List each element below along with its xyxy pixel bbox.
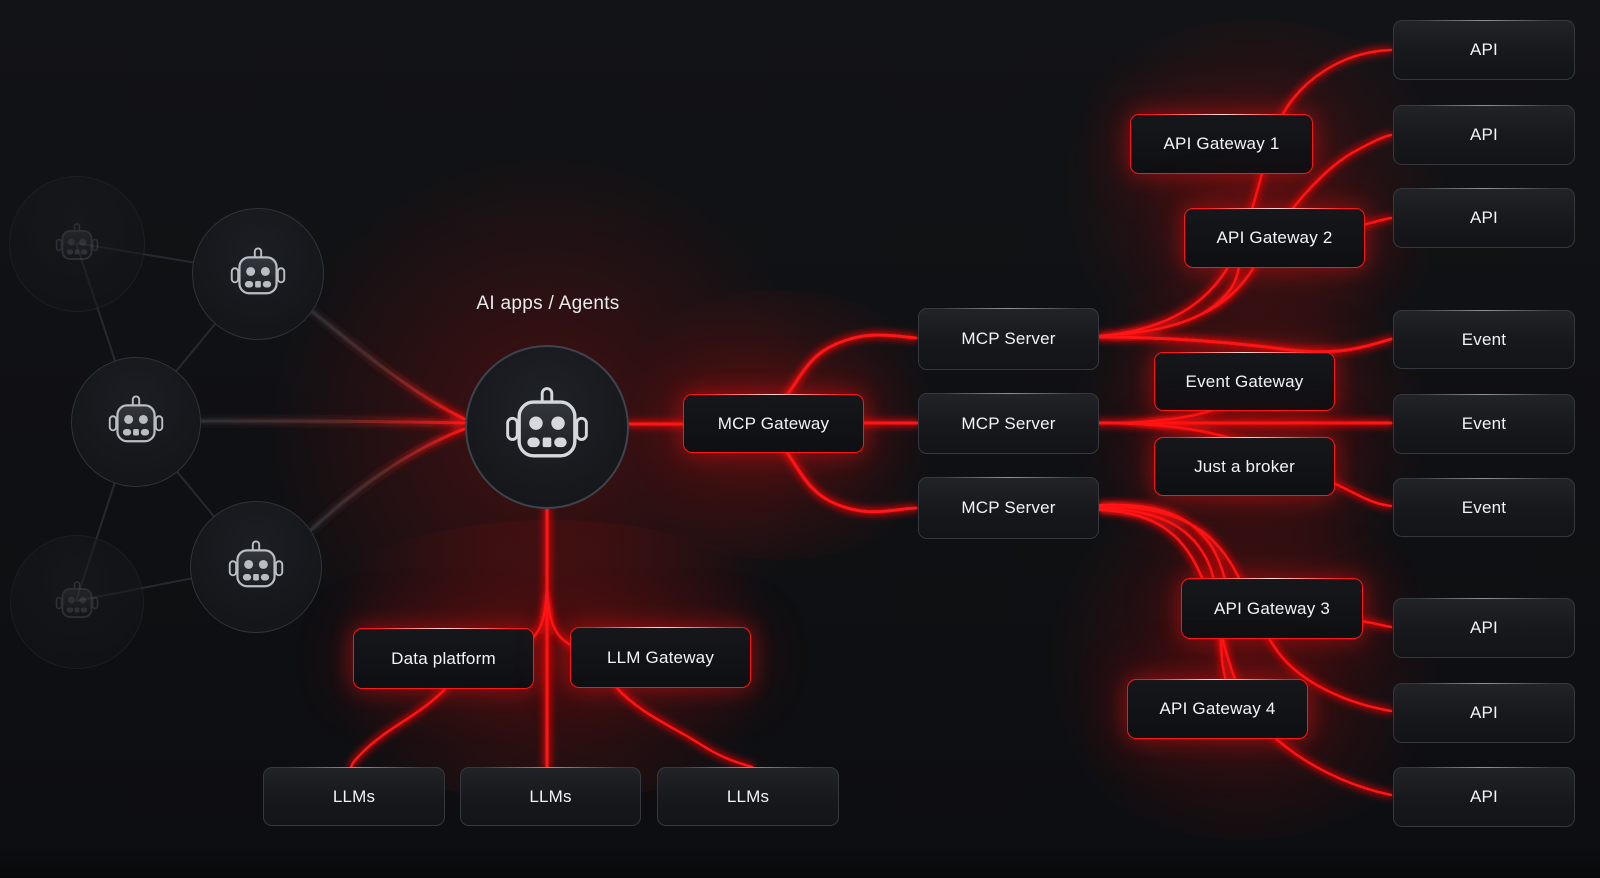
node-api-bottom-1: API bbox=[1393, 598, 1575, 658]
box-top-highlight bbox=[1415, 598, 1553, 599]
box-top-highlight bbox=[705, 394, 842, 395]
box-top-highlight bbox=[1415, 20, 1553, 21]
node-api-top-2: API bbox=[1393, 105, 1575, 165]
node-mcp-server-1: MCP Server bbox=[918, 308, 1099, 370]
node-api-bottom-3: API bbox=[1393, 767, 1575, 827]
node-label: Event bbox=[1461, 414, 1507, 433]
node-api-gateway-1: API Gateway 1 bbox=[1130, 114, 1313, 174]
box-top-highlight bbox=[940, 393, 1077, 394]
node-llms-3: LLMs bbox=[657, 767, 839, 826]
node-label: API Gateway 2 bbox=[1216, 228, 1333, 247]
agent-circle-faded-top bbox=[9, 176, 145, 312]
node-llms-2: LLMs bbox=[460, 767, 641, 826]
node-label: MCP Server bbox=[961, 498, 1056, 517]
robot-icon bbox=[52, 577, 102, 627]
bottom-fade bbox=[0, 844, 1600, 878]
box-top-highlight bbox=[1415, 310, 1553, 311]
node-api-gateway-4: API Gateway 4 bbox=[1127, 679, 1308, 739]
node-label: LLMs bbox=[529, 786, 572, 806]
node-label: Event Gateway bbox=[1185, 371, 1304, 391]
box-top-highlight bbox=[679, 767, 817, 768]
node-label: API Gateway 1 bbox=[1163, 134, 1280, 153]
agent-circle-faded-bottom bbox=[10, 535, 144, 669]
node-label: API bbox=[1469, 40, 1498, 59]
node-just-a-broker: Just a broker bbox=[1154, 437, 1335, 496]
node-mcp-server-2: MCP Server bbox=[918, 393, 1099, 454]
robot-icon bbox=[224, 535, 288, 599]
node-label: API bbox=[1469, 787, 1498, 806]
node-label: API bbox=[1469, 703, 1498, 722]
node-label: Event bbox=[1461, 329, 1507, 349]
node-api-gateway-3: API Gateway 3 bbox=[1181, 578, 1363, 639]
node-mcp-gateway: MCP Gateway bbox=[683, 394, 864, 453]
robot-icon bbox=[104, 390, 168, 454]
node-event-gateway: Event Gateway bbox=[1154, 352, 1335, 411]
box-top-highlight bbox=[285, 767, 423, 768]
agent-circle-middle bbox=[71, 357, 201, 487]
node-api-gateway-2: API Gateway 2 bbox=[1184, 208, 1365, 268]
node-api-top-1: API bbox=[1393, 20, 1575, 80]
node-label: MCP Gateway bbox=[717, 413, 830, 433]
robot-icon bbox=[52, 219, 102, 269]
node-label: LLMs bbox=[726, 786, 770, 806]
box-top-highlight bbox=[940, 477, 1077, 478]
node-api-bottom-2: API bbox=[1393, 683, 1575, 743]
box-top-highlight bbox=[1415, 478, 1553, 479]
agent-circle-top bbox=[192, 208, 324, 340]
node-event-3: Event bbox=[1393, 478, 1575, 537]
box-top-highlight bbox=[1415, 188, 1553, 189]
node-event-2: Event bbox=[1393, 394, 1575, 454]
node-label: MCP Server bbox=[961, 413, 1056, 433]
box-top-highlight bbox=[1415, 683, 1553, 684]
node-label: LLMs bbox=[332, 786, 376, 806]
node-llms-1: LLMs bbox=[263, 767, 445, 826]
node-data-platform: Data platform bbox=[353, 628, 534, 689]
node-label: API bbox=[1469, 125, 1498, 144]
robot-icon bbox=[499, 379, 595, 475]
box-top-highlight bbox=[1415, 105, 1553, 106]
node-label: API bbox=[1469, 618, 1498, 637]
robot-icon bbox=[226, 242, 290, 306]
node-label: Event bbox=[1461, 497, 1507, 517]
node-api-top-3: API bbox=[1393, 188, 1575, 248]
box-top-highlight bbox=[375, 628, 512, 629]
box-top-highlight bbox=[482, 767, 619, 768]
node-label: MCP Server bbox=[961, 329, 1056, 348]
node-label: API bbox=[1469, 208, 1498, 227]
node-label: Just a broker bbox=[1194, 456, 1295, 476]
node-event-1: Event bbox=[1393, 310, 1575, 369]
node-label: LLM Gateway bbox=[606, 647, 715, 667]
node-label: API Gateway 3 bbox=[1214, 598, 1330, 618]
center-agent-circle bbox=[465, 345, 629, 509]
node-label: API Gateway 4 bbox=[1159, 699, 1276, 718]
box-top-highlight bbox=[1176, 437, 1313, 438]
box-top-highlight bbox=[1152, 114, 1291, 115]
node-llm-gateway: LLM Gateway bbox=[570, 627, 751, 688]
node-mcp-server-3: MCP Server bbox=[918, 477, 1099, 539]
box-top-highlight bbox=[1203, 578, 1341, 579]
box-top-highlight bbox=[1176, 352, 1313, 353]
agent-circle-bottom bbox=[190, 501, 322, 633]
box-top-highlight bbox=[1149, 679, 1286, 680]
center-label: AI apps / Agents bbox=[476, 293, 620, 314]
box-top-highlight bbox=[592, 627, 729, 628]
box-top-highlight bbox=[940, 308, 1077, 309]
node-label: Data platform bbox=[391, 648, 496, 668]
box-top-highlight bbox=[1415, 767, 1553, 768]
box-top-highlight bbox=[1206, 208, 1343, 209]
box-top-highlight bbox=[1415, 394, 1553, 395]
